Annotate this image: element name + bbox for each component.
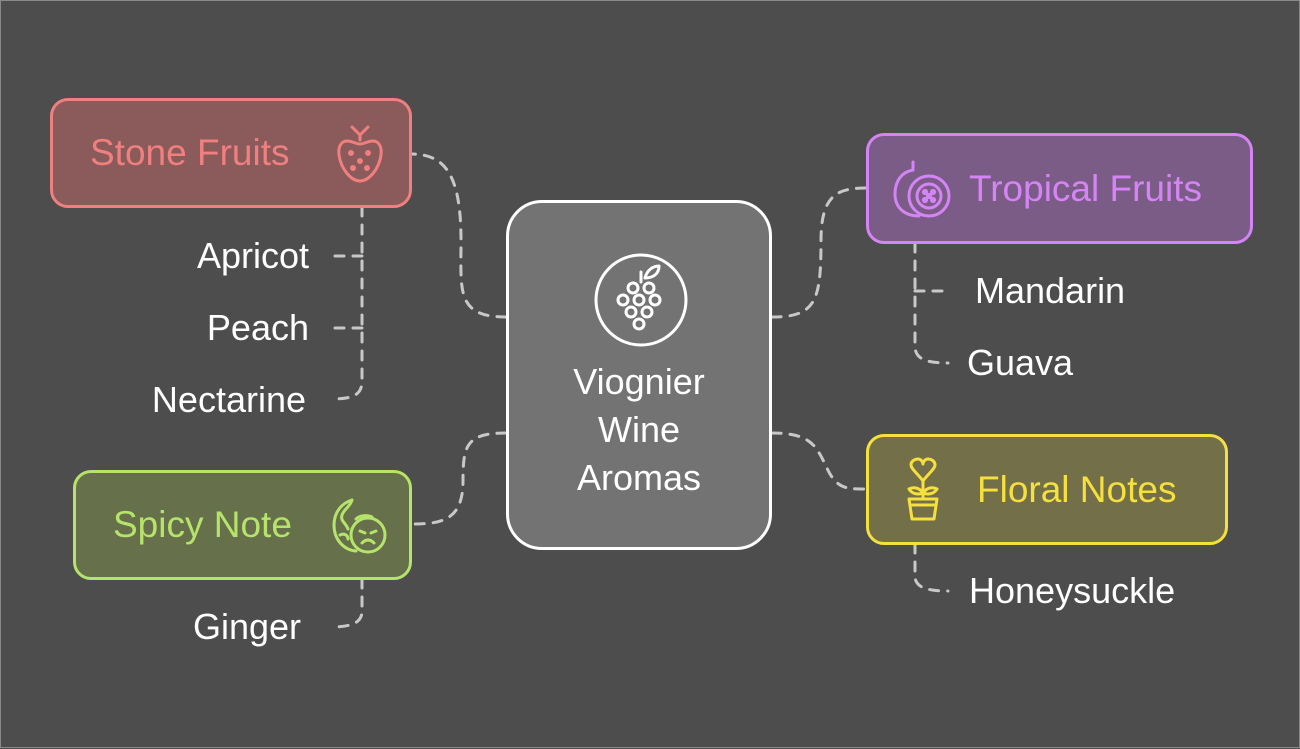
category-label: Stone Fruits [90, 132, 290, 173]
category-label: Spicy Note [113, 504, 292, 545]
leaf-guava: Guava [967, 342, 1074, 383]
leaf-mandarin: Mandarin [975, 270, 1126, 311]
passion-fruit-icon [891, 158, 953, 225]
center-title-line: Wine [597, 409, 681, 450]
leaf-honeysuckle: Honeysuckle [969, 570, 1176, 611]
strawberry-icon [335, 123, 385, 190]
connector-center-stone [409, 152, 508, 319]
connector-center-spicy [409, 431, 508, 526]
connector-tropical-trunk [913, 241, 950, 365]
grape-icon [593, 252, 689, 353]
leaf-nectarine: Nectarine [151, 379, 306, 420]
potted-flower-icon [899, 457, 947, 528]
category-label: Floral Notes [977, 468, 1177, 510]
connector-center-tropical [770, 186, 868, 319]
connector-center-floral [770, 431, 868, 491]
category-stone-fruits: Stone Fruits [50, 98, 412, 208]
center-title: Viognier Wine Aromas [509, 358, 769, 502]
center-title-line: Aromas [576, 457, 702, 498]
connector-spicy-ginger [329, 577, 364, 629]
leaf-peach: Peach [206, 307, 309, 348]
category-label: Tropical Fruits [969, 167, 1203, 209]
connector-stone-trunk [329, 205, 364, 401]
center-node: Viognier Wine Aromas [506, 200, 772, 550]
category-floral-notes: Floral Notes [866, 434, 1228, 545]
ginger-icon [326, 495, 390, 562]
center-title-line: Viognier [573, 361, 705, 402]
category-tropical-fruits: Tropical Fruits [866, 133, 1253, 244]
leaf-ginger: Ginger [192, 606, 301, 647]
leaf-apricot: Apricot [196, 235, 309, 276]
connector-floral-honeysuckle [913, 542, 950, 593]
category-spicy-note: Spicy Note [73, 470, 412, 580]
